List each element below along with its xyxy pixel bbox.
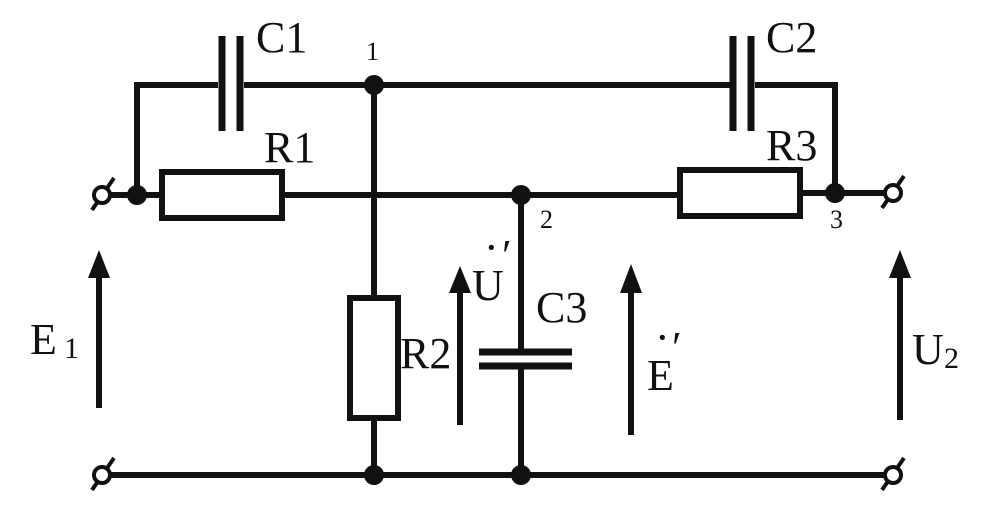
label-u2-main: U bbox=[912, 325, 944, 374]
terminal-output-top bbox=[880, 174, 906, 210]
terminal-output-bottom bbox=[880, 456, 906, 492]
label-e-prime-dot: · bbox=[655, 313, 670, 362]
label-u2-sub: 2 bbox=[944, 342, 959, 375]
label-u-prime: U · ′ bbox=[472, 223, 512, 310]
label-u-prime-main: U bbox=[472, 261, 504, 310]
label-node-3: 3 bbox=[830, 205, 843, 234]
label-u2: U 2 bbox=[912, 325, 959, 375]
label-e-prime-main: E bbox=[647, 351, 674, 400]
label-r1: R1 bbox=[264, 123, 315, 172]
label-e1-sub: 1 bbox=[64, 332, 79, 365]
resistor-r2 bbox=[347, 295, 401, 421]
arrow-u-prime bbox=[449, 266, 471, 425]
label-node-2: 2 bbox=[540, 205, 553, 234]
label-r3: R3 bbox=[766, 121, 817, 170]
label-e-prime-mark: ′ bbox=[672, 323, 682, 372]
resistor-r1 bbox=[159, 169, 285, 221]
capacitor-c2 bbox=[729, 36, 755, 131]
junction-node-2 bbox=[511, 185, 531, 205]
label-c3: C3 bbox=[536, 283, 587, 332]
terminal-input-top bbox=[90, 176, 116, 212]
capacitor-c1 bbox=[218, 36, 244, 131]
label-u-prime-mark: ′ bbox=[502, 231, 512, 280]
junction-node-3 bbox=[825, 183, 845, 203]
resistor-r3 bbox=[677, 167, 803, 219]
label-node-1: 1 bbox=[366, 37, 379, 66]
junction-bottom-r2 bbox=[364, 465, 384, 485]
arrow-e-prime bbox=[620, 264, 642, 435]
label-e-prime: E · ′ bbox=[647, 313, 682, 400]
label-e1: E 1 bbox=[30, 315, 79, 365]
label-e1-main: E bbox=[30, 315, 57, 364]
arrow-u2 bbox=[889, 250, 911, 420]
junction-bottom-c3 bbox=[511, 465, 531, 485]
label-c1: C1 bbox=[256, 13, 307, 62]
label-r2: R2 bbox=[400, 329, 451, 378]
terminal-input-bottom bbox=[90, 456, 116, 492]
junction-left bbox=[127, 185, 147, 205]
label-u-prime-dot: · bbox=[484, 223, 499, 272]
capacitor-c3 bbox=[479, 348, 572, 370]
junction-node-1 bbox=[364, 75, 384, 95]
label-c2: C2 bbox=[766, 13, 817, 62]
arrow-e1 bbox=[88, 250, 110, 408]
